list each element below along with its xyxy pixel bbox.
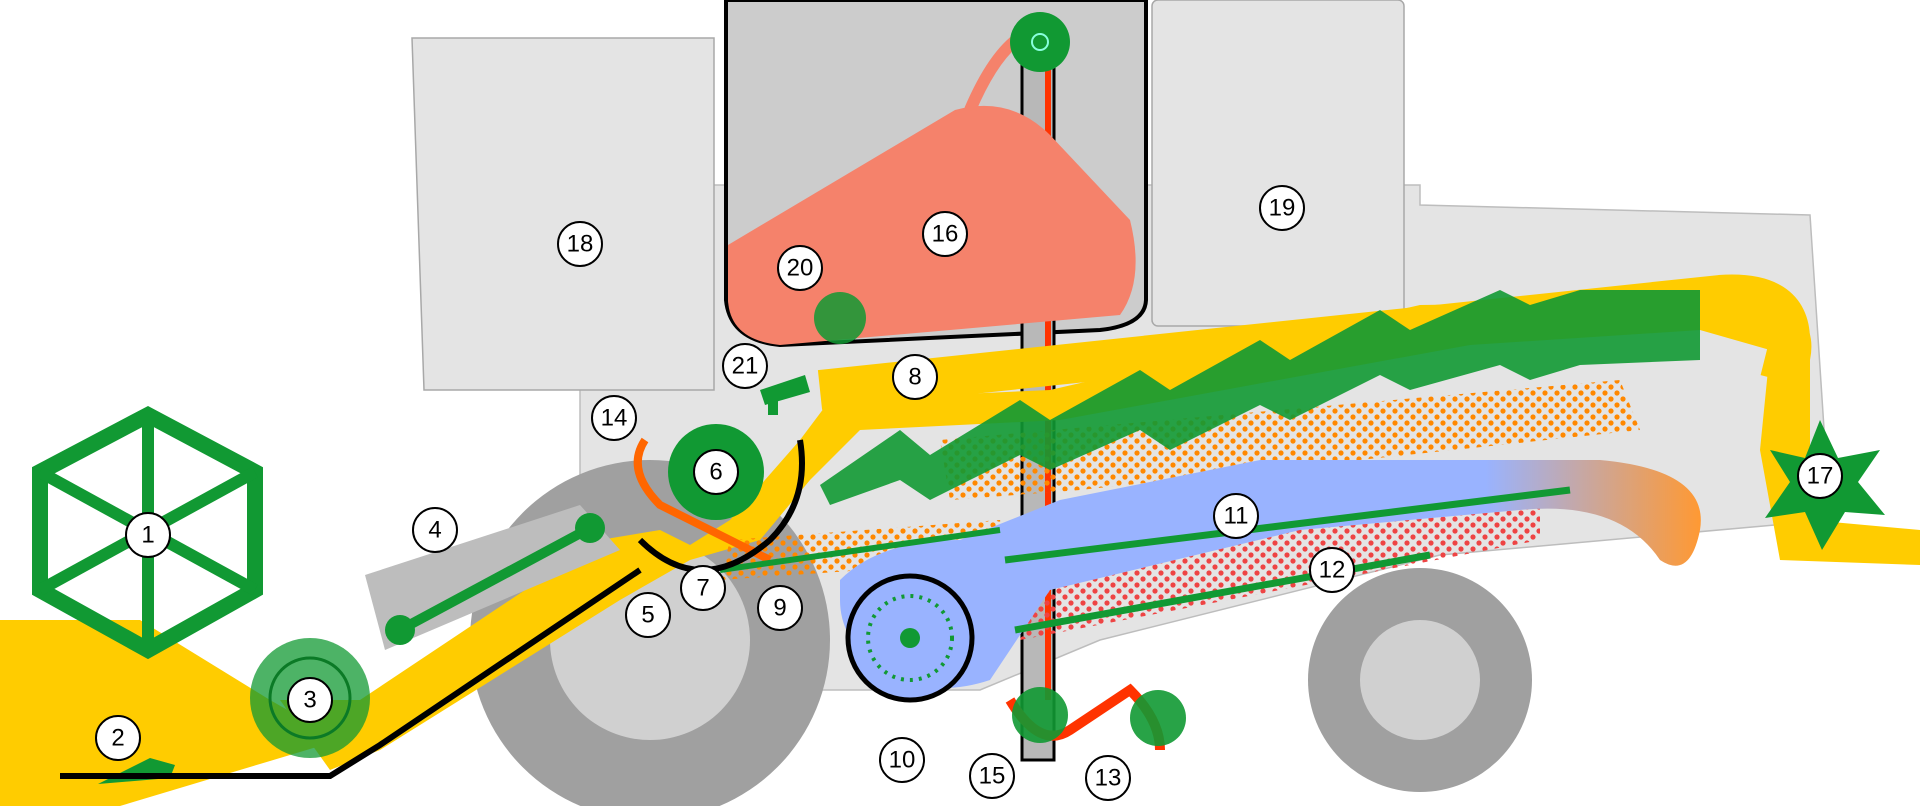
- callout-number: 10: [889, 747, 916, 774]
- callout-lower-sieve: 12: [1309, 547, 1355, 593]
- callout-number: 13: [1095, 765, 1122, 792]
- callout-straw-walker: 8: [892, 354, 938, 400]
- callout-circle: [1213, 493, 1259, 539]
- callout-circle: [125, 512, 171, 558]
- callout-circle: [557, 221, 603, 267]
- engine-housing: [1151, 0, 1405, 327]
- callout-circle: [412, 507, 458, 553]
- straw-walker-band: [817, 274, 1811, 410]
- callout-number: 2: [111, 725, 124, 752]
- callout-engine: 19: [1259, 185, 1305, 231]
- ground-line: [60, 567, 642, 779]
- callout-circle: [879, 737, 925, 783]
- callout-feeder-conveyor: 4: [412, 507, 458, 553]
- callout-number: 9: [773, 595, 786, 622]
- air-flow: [840, 460, 1701, 688]
- callout-circle: [777, 245, 823, 291]
- callout-circle: [969, 753, 1015, 799]
- callout-circle: [1797, 453, 1843, 499]
- rear-wheel: [1308, 568, 1532, 792]
- callout-number: 14: [601, 405, 628, 432]
- callout-number: 19: [1269, 195, 1296, 222]
- callout-cab: 18: [557, 221, 603, 267]
- callout-circle: [693, 449, 739, 495]
- callout-circle: [757, 585, 803, 631]
- callout-circle: [1259, 185, 1305, 231]
- callout-number: 1: [141, 522, 154, 549]
- tailings-return-channel: [633, 437, 772, 564]
- callout-number: 6: [709, 459, 722, 486]
- unloading-auger: [814, 292, 866, 344]
- callout-number: 21: [732, 353, 759, 380]
- callout-number: 11: [1224, 503, 1249, 530]
- callout-number: 8: [908, 364, 921, 391]
- cleaning-fan: [845, 573, 975, 703]
- callout-tailings-auger: 13: [1085, 755, 1131, 801]
- grain-pan: [719, 527, 1001, 573]
- callout-number: 12: [1319, 557, 1346, 584]
- callout-stone-trap: 5: [625, 592, 671, 638]
- callout-unloading-auger: 20: [777, 245, 823, 291]
- callout-tailings-return: 14: [591, 395, 637, 441]
- tailings-auger: [1130, 690, 1186, 746]
- callout-circle: [591, 395, 637, 441]
- concave-outline: [637, 439, 805, 573]
- callout-number: 17: [1807, 463, 1834, 490]
- cab: [411, 37, 715, 391]
- callout-grain-tank: 16: [922, 211, 968, 257]
- callout-circle: [922, 211, 968, 257]
- callout-circle: [892, 354, 938, 400]
- callout-reel: 1: [125, 512, 171, 558]
- callout-concave: 7: [680, 565, 726, 611]
- callout-grain-pan: 9: [757, 585, 803, 631]
- callout-circle: [1085, 755, 1131, 801]
- callout-circle: [680, 565, 726, 611]
- callout-circle: [722, 343, 768, 389]
- callout-number: 16: [932, 221, 959, 248]
- callout-header-auger: 3: [287, 677, 333, 723]
- callout-number: 3: [303, 687, 316, 714]
- straw-walker: [820, 290, 1700, 505]
- callout-number: 20: [787, 255, 814, 282]
- upper-sieve: [1004, 486, 1571, 564]
- callout-number: 5: [641, 602, 654, 629]
- elevator-head-pulley: [1010, 12, 1070, 72]
- callout-circle: [625, 592, 671, 638]
- beater: [760, 375, 810, 415]
- grain-auger: [1012, 687, 1068, 743]
- callout-circle: [1309, 547, 1355, 593]
- callout-number: 4: [428, 517, 441, 544]
- callout-number: 15: [979, 763, 1006, 790]
- callout-straw-chopper: 17: [1797, 453, 1843, 499]
- callout-cutter-bar: 2: [95, 715, 141, 761]
- callout-number: 18: [567, 231, 594, 258]
- feeder-conveyor: [365, 505, 620, 650]
- lower-sieve: [1014, 551, 1431, 634]
- callout-grain-auger: 15: [969, 753, 1015, 799]
- callout-threshing-drum: 6: [693, 449, 739, 495]
- chaff-zone-upper: [940, 380, 1640, 500]
- callout-upper-sieve: 11: [1213, 493, 1259, 539]
- callout-circle: [287, 677, 333, 723]
- callout-circle: [95, 715, 141, 761]
- callout-number: 7: [696, 575, 709, 602]
- callout-cleaning-fan: 10: [879, 737, 925, 783]
- callout-beater: 21: [722, 343, 768, 389]
